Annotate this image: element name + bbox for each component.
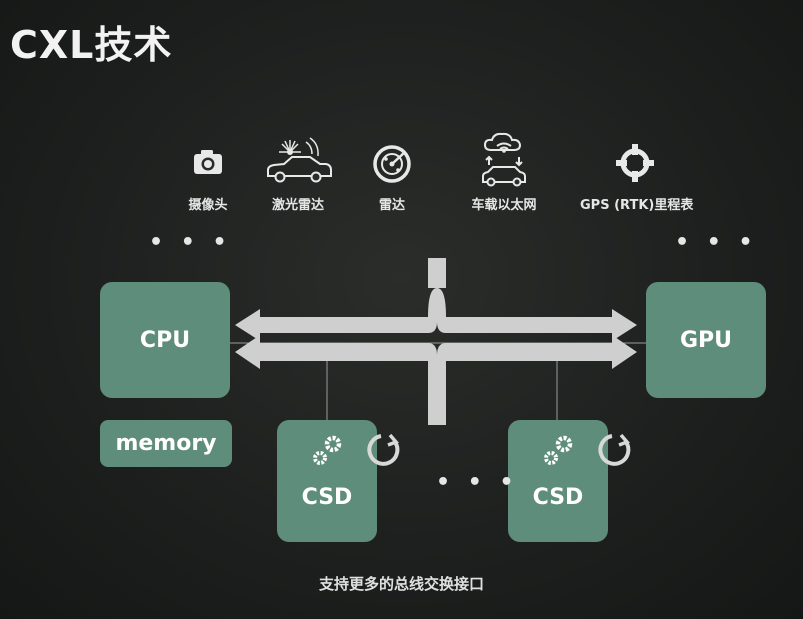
sensor-gps: GPS (RTK)里程表 <box>580 130 694 213</box>
lidar-car-icon <box>267 137 332 183</box>
refresh-icon <box>367 433 400 466</box>
sensor-label: 摄像头 <box>188 198 228 213</box>
sensor-label: 雷达 <box>378 198 405 213</box>
car-ethernet-icon <box>482 132 526 187</box>
cpu-node: CPU <box>100 282 230 398</box>
memory-node: memory <box>100 420 232 467</box>
csd-node-right: CSD <box>508 420 608 542</box>
csd-label: CSD <box>532 485 584 510</box>
sensor-camera: 摄像头 <box>153 130 263 213</box>
refresh-icon <box>598 433 631 466</box>
gears-icon <box>313 435 342 465</box>
csd-label: CSD <box>301 485 353 510</box>
gps-crosshair-icon <box>616 144 654 182</box>
sensor-label: 激光雷达 <box>271 198 324 213</box>
sensor-ethernet: 车载以太网 <box>449 130 559 213</box>
sensor-lidar: 激光雷达 <box>243 130 353 213</box>
radar-icon <box>373 145 411 183</box>
sensor-radar: 雷达 <box>337 130 447 213</box>
ellipsis-middle: • • • <box>436 470 519 495</box>
gears-icon <box>544 435 573 465</box>
page-title: CXL技术 <box>10 23 173 67</box>
gpu-node: GPU <box>646 282 766 398</box>
sensor-label: 车载以太网 <box>471 198 537 213</box>
ellipsis-left: • • • <box>149 230 232 255</box>
caption: 支持更多的总线交换接口 <box>318 575 484 593</box>
ellipsis-right: • • • <box>675 230 758 255</box>
camera-icon <box>194 150 222 174</box>
csd-node-left: CSD <box>277 420 377 542</box>
sensor-label: GPS (RTK)里程表 <box>580 198 694 213</box>
